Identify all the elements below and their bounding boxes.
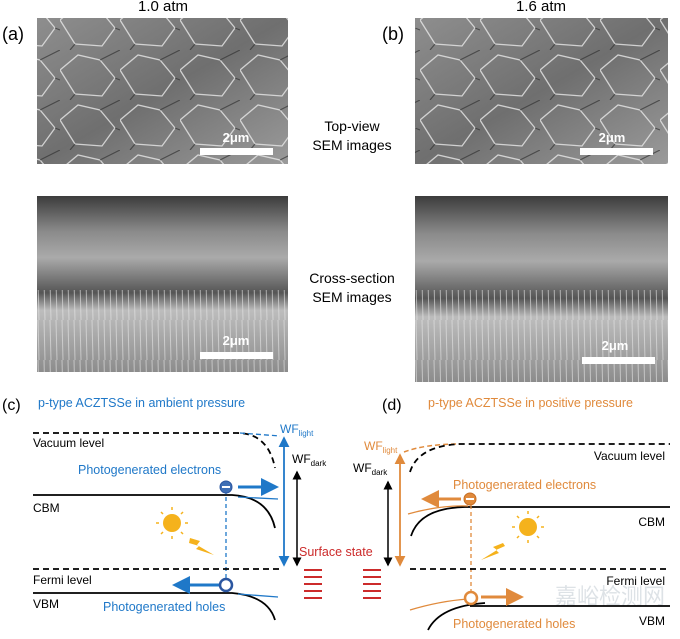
row-label-bottom-1: Cross-section (309, 270, 395, 286)
row-label-top-2: SEM images (312, 137, 391, 153)
panel-label-a: (a) (2, 24, 24, 44)
band-diagram-ambient: (c) p-type ACZTSSe in ambient pressure V… (2, 396, 373, 621)
wf-dark-label: WFdark (353, 461, 388, 477)
hole-icon (463, 590, 479, 606)
panel-label-b: (b) (382, 24, 404, 44)
scale-bar-label: 2μm (223, 130, 250, 145)
surface-state-label: Surface state (299, 545, 373, 559)
cbm-label: CBM (33, 501, 60, 515)
cbm-label: CBM (638, 515, 665, 529)
fermi-level-label: Fermi level (33, 573, 92, 587)
panel-c-title: p-type ACZTSSe in ambient pressure (38, 396, 245, 410)
panel-label-c: (c) (2, 397, 21, 414)
surface-state-bars (304, 569, 381, 599)
holes-label: Photogenerated holes (453, 617, 575, 631)
band-diagram-positive: (d) p-type ACZTSSe in positive pressure … (353, 396, 670, 631)
vacuum-level-label: Vacuum level (594, 449, 665, 463)
sem-top-view-1atm: 2μm (37, 18, 288, 164)
panel-label-d: (d) (382, 397, 402, 414)
electrons-label: Photogenerated electrons (78, 463, 221, 477)
sem-top-view-1.6atm: 2μm (415, 18, 668, 164)
sem-cross-section-1.6atm: 2μm (415, 196, 668, 382)
hole-icon (218, 577, 234, 593)
sun-icon (156, 507, 188, 539)
sun-icon (512, 511, 544, 543)
column-label-right: 1.6 atm (516, 0, 566, 15)
wf-light-label: WFlight (280, 422, 314, 438)
electrons-label: Photogenerated electrons (453, 478, 596, 492)
wf-light-label: WFlight (364, 439, 398, 455)
scale-bar (200, 148, 273, 155)
sem-cross-section-1atm: 2μm (37, 196, 288, 372)
column-label-left: 1.0 atm (138, 0, 188, 15)
scale-bar (200, 352, 273, 359)
scale-bar (580, 148, 653, 155)
row-label-bottom-2: SEM images (312, 289, 391, 305)
lightning-icon (481, 543, 505, 560)
vacuum-level-label: Vacuum level (33, 436, 104, 450)
scale-bar-label: 2μm (599, 130, 626, 145)
row-label-top-1: Top-view (324, 118, 380, 134)
fermi-level-label: Fermi level (606, 574, 665, 588)
panel-d-title: p-type ACZTSSe in positive pressure (428, 396, 633, 410)
holes-label: Photogenerated holes (103, 600, 225, 614)
vbm-label: VBM (639, 614, 665, 628)
vbm-label: VBM (33, 597, 59, 611)
scale-bar-label: 2μm (223, 333, 250, 348)
watermark: 嘉峪检测网 (555, 584, 665, 609)
scale-bar-label: 2μm (602, 338, 629, 353)
scale-bar (582, 357, 655, 364)
lightning-icon (189, 538, 214, 555)
wf-dark-label: WFdark (292, 452, 327, 468)
